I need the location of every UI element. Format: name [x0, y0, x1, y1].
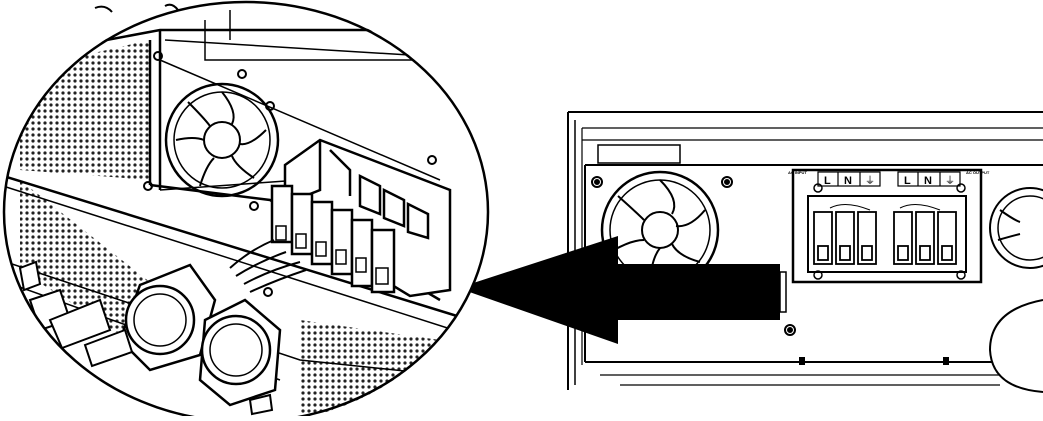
ac-output-label: AC OUTPUT	[966, 170, 990, 175]
inverter-unit	[567, 111, 1043, 390]
zoom-detail	[2, 0, 490, 421]
cable-gland	[118, 263, 282, 407]
terminal-label-line-in: L	[824, 175, 831, 187]
fan-icon	[164, 82, 280, 198]
fan-icon	[989, 187, 1043, 269]
zoom-circle-outline	[2, 0, 490, 421]
connector	[18, 260, 274, 416]
terminal-label-line-out: L	[904, 175, 911, 187]
cable-cover	[988, 299, 1043, 393]
terminal-label-neutral-out: N	[924, 175, 932, 187]
terminal-label-neutral-in: N	[844, 175, 852, 187]
ground-icon: ⏚	[865, 175, 875, 187]
terminal-panel	[791, 168, 983, 284]
wires	[229, 239, 307, 293]
ground-icon: ⏚	[945, 175, 955, 187]
terminal-block	[270, 138, 452, 298]
ac-input-label: AC INPUT	[788, 170, 807, 175]
arrow-left-icon	[458, 236, 787, 344]
